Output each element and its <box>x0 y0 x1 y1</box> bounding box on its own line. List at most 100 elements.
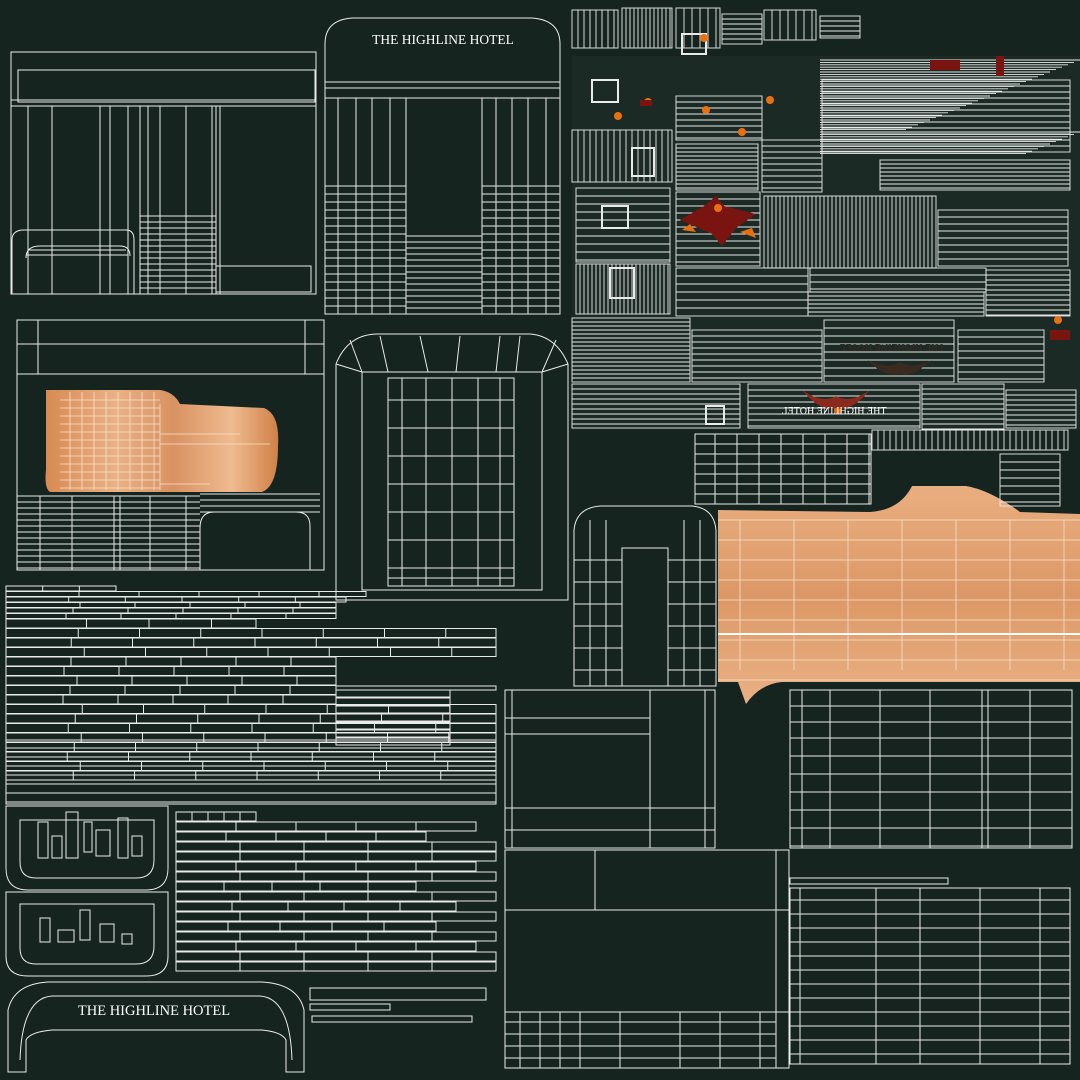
wire-line <box>335 729 451 738</box>
wire-line <box>571 383 741 429</box>
wire-line <box>121 933 133 945</box>
wire-line <box>175 901 457 912</box>
wire-line <box>175 881 417 892</box>
wire-line <box>1054 316 1062 324</box>
wire-line <box>871 429 1069 451</box>
wire-line <box>5 694 337 705</box>
wire-line <box>766 96 774 104</box>
uv-island-box-center <box>504 689 716 849</box>
wire-line <box>335 689 451 698</box>
wire-line <box>335 685 497 691</box>
wing-logo-icon <box>802 360 932 409</box>
wire-line <box>5 618 257 629</box>
wire-line <box>175 811 257 822</box>
wire-line <box>675 143 759 191</box>
wire-line <box>5 602 337 608</box>
wire-line <box>175 831 427 842</box>
wire-line <box>5 656 337 667</box>
wire-line <box>541 339 557 373</box>
wire-line <box>57 929 75 943</box>
wire-line <box>5 723 497 733</box>
wire-line <box>571 129 673 183</box>
wire-line <box>5 666 337 676</box>
wire-line <box>495 335 501 373</box>
wire-line <box>5 742 497 752</box>
wire-line <box>335 705 451 714</box>
wire-line <box>763 195 937 269</box>
wire-line <box>675 95 763 141</box>
front-sign-label: THE HIGHLINE HOTEL <box>372 32 514 47</box>
wire-line <box>95 829 111 857</box>
wire-line <box>99 923 115 943</box>
mirrored-sign-label-a: THE HIGHLINE HOTEL <box>840 341 945 352</box>
wire-line <box>738 128 746 136</box>
wire-line <box>37 821 49 859</box>
wire-line <box>175 851 497 862</box>
wire-line <box>175 951 497 962</box>
wire-line <box>175 861 477 872</box>
wire-line <box>5 591 367 597</box>
uv-island-seat-lower-left <box>5 805 169 977</box>
wire-line <box>335 721 451 730</box>
wire-line <box>175 961 497 972</box>
wire-line <box>5 585 117 592</box>
wire-line <box>5 647 497 657</box>
wire-line <box>175 841 497 852</box>
bottom-sign-label: THE HIGHLINE HOTEL <box>78 1003 230 1019</box>
wire-line <box>175 941 477 952</box>
wire-line <box>335 363 363 373</box>
wire-line <box>335 737 451 746</box>
wire-line <box>675 191 761 267</box>
wire-line <box>747 383 921 429</box>
uv-island-cabinet-top-left <box>10 51 317 295</box>
wire-line <box>349 339 363 373</box>
wire-line <box>515 335 521 373</box>
uv-island-seat-cushion <box>335 333 569 601</box>
wire-line <box>819 15 861 39</box>
wire-line <box>996 56 1004 76</box>
wire-line <box>5 628 497 638</box>
wire-line <box>5 675 337 686</box>
wire-line <box>175 911 497 922</box>
uv-island-cabinet-mid-left <box>16 319 325 571</box>
wire-line <box>335 713 451 722</box>
uv-island-wood-seat-left <box>45 390 279 492</box>
wire-line <box>985 269 1071 317</box>
wire-line <box>575 263 671 315</box>
wire-line <box>51 835 63 859</box>
wire-line <box>879 159 1071 191</box>
wire-line <box>640 100 652 106</box>
uv-island-wood-seat-right <box>718 486 1080 704</box>
uv-island-arch-small <box>573 505 717 687</box>
wire-line <box>761 139 823 193</box>
wire-line <box>131 835 143 857</box>
mirrored-sign-label-b: THE HIGHLINE HOTEL <box>782 406 887 417</box>
uv-island-strips-left <box>5 585 497 805</box>
wire-line <box>5 739 497 805</box>
wire-line <box>763 9 817 41</box>
wire-line <box>175 921 437 932</box>
wire-line <box>823 319 955 383</box>
wire-line <box>681 33 707 55</box>
bird-emblem-icon <box>680 196 756 246</box>
wire-line <box>541 363 569 373</box>
wire-line <box>609 267 635 299</box>
wire-line <box>175 891 497 902</box>
uv-island-box-bottom-right <box>789 877 1071 1065</box>
wire-line <box>5 637 497 648</box>
wire-line <box>705 405 725 425</box>
wire-line <box>455 335 461 373</box>
wire-line <box>335 697 451 706</box>
wire-line <box>79 909 91 941</box>
wire-line <box>601 205 629 229</box>
uv-island-box-right <box>789 689 1073 849</box>
wire-line <box>117 817 129 859</box>
uv-island-sign-bottom <box>7 981 487 1073</box>
wire-line <box>631 147 655 177</box>
uv-island-detail-cluster <box>571 7 1080 507</box>
wire-line <box>419 335 429 373</box>
wire-line <box>702 106 710 114</box>
wire-line <box>1005 389 1077 429</box>
wire-line <box>83 821 93 853</box>
